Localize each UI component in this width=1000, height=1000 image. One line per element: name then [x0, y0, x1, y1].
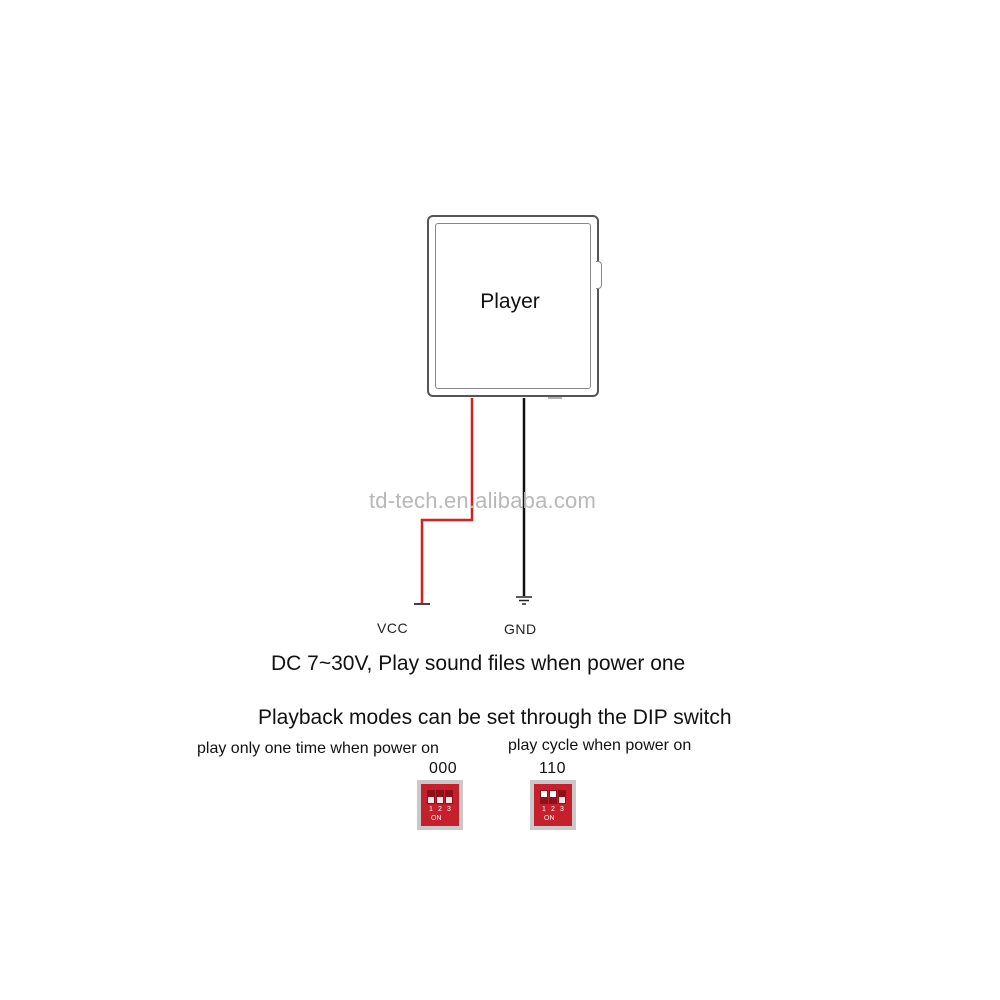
- dip-number-2: 2: [551, 806, 555, 813]
- dip-number-3: 3: [560, 806, 564, 813]
- dip-switch-knob: [446, 797, 452, 803]
- dip-switch-2: [436, 790, 444, 804]
- dip-number-2: 2: [438, 806, 442, 813]
- dip-on-label: ON: [431, 815, 442, 822]
- dip-switch-knob: [428, 797, 434, 803]
- mode-1-code: 000: [429, 760, 458, 777]
- dip-switch-body: 1 2 3 ON: [421, 784, 459, 826]
- power-caption: DC 7~30V, Play sound files when power on…: [271, 652, 686, 675]
- gnd-label: GND: [504, 621, 537, 637]
- player-side-button: [596, 261, 602, 289]
- dip-number-1: 1: [429, 806, 433, 813]
- dip-switch-1: [540, 790, 548, 804]
- dip-switch-body: 1 2 3 ON: [534, 784, 572, 826]
- dip-on-label: ON: [544, 815, 555, 822]
- vcc-wire: [420, 398, 474, 603]
- player-module: [427, 215, 602, 397]
- dip-switch-knob: [437, 797, 443, 803]
- dip-switch-3: [445, 790, 453, 804]
- dip-switch-knob: [541, 791, 547, 797]
- ground-symbol-icon: [516, 596, 532, 605]
- watermark: td-tech.en.alibaba.com: [369, 488, 596, 513]
- mode-2-code: 110: [539, 760, 567, 777]
- modes-caption: Playback modes can be set through the DI…: [258, 706, 732, 729]
- dip-number-1: 1: [542, 806, 546, 813]
- player-module-face: [435, 223, 591, 389]
- dip-switch-3: [558, 790, 566, 804]
- dip-switch-knob: [550, 791, 556, 797]
- mode-1-label: play only one time when power on: [197, 740, 439, 757]
- vcc-label: VCC: [377, 620, 409, 636]
- mode-2-label: play cycle when power on: [508, 737, 692, 754]
- dip-switch-110: 1 2 3 ON: [530, 780, 576, 830]
- dip-switch-2: [549, 790, 557, 804]
- dip-switch-1: [427, 790, 435, 804]
- player-label: Player: [480, 290, 540, 313]
- dip-number-3: 3: [447, 806, 451, 813]
- dip-switch-knob: [559, 797, 565, 803]
- dip-switch-000: 1 2 3 ON: [417, 780, 463, 830]
